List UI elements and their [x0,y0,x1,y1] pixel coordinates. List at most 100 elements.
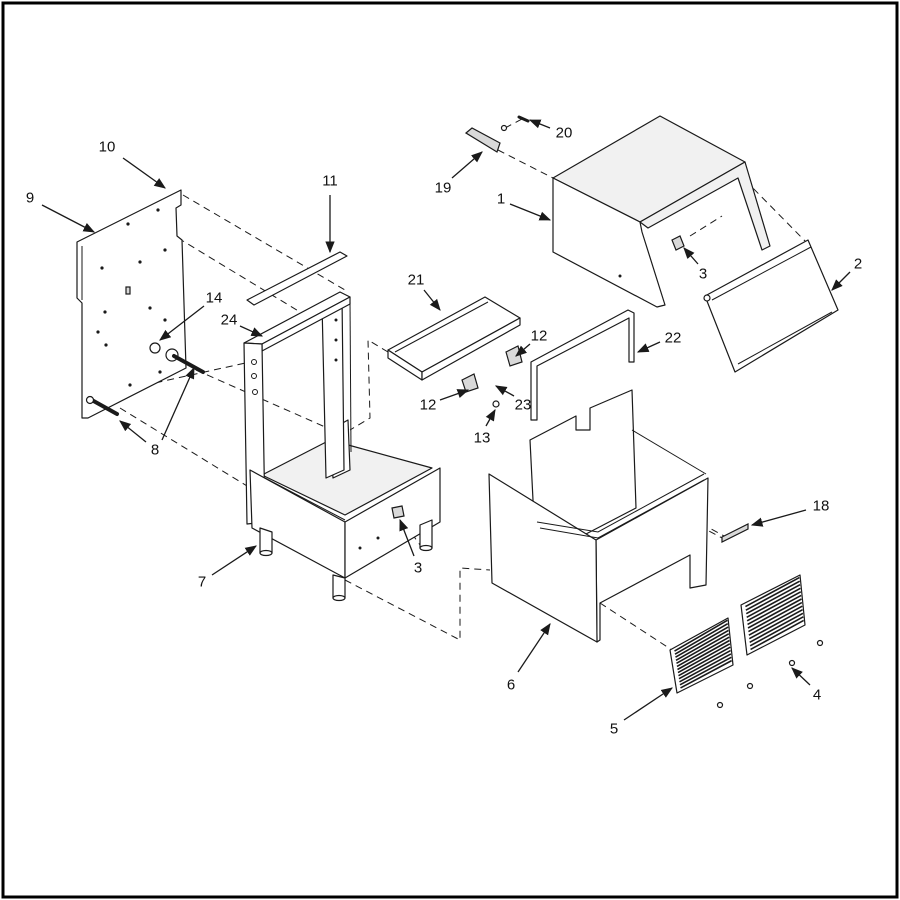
grille-slat [677,639,730,671]
callout-arrow [494,385,515,397]
grille-slat [748,605,803,636]
callout-arrow [439,389,470,401]
callout-arrow [423,289,441,311]
grille-slat [679,656,732,686]
fitting-assembly [85,342,205,416]
base-hole [358,546,362,550]
grille-slat [678,646,731,677]
callout-label: 10 [99,139,116,156]
callout-arrow [211,545,257,576]
grille-slat [679,653,732,683]
upright-hole [251,359,257,365]
stand-leg [259,527,273,554]
panel-hole [96,330,100,334]
panel-hole [100,266,104,270]
panel-hole [163,248,167,252]
callout-arrow [159,305,205,341]
callout-arrow [636,341,661,353]
front-panel [703,239,839,373]
callout-label: 13 [474,430,491,447]
panel-hole [148,306,152,310]
callout-labels: 10 9 11 14 24 8 7 3 21 12 12 23 13 22 20… [26,125,862,738]
shelf [387,296,521,381]
cabinet-right-face [595,477,709,643]
dashed-line [195,369,333,431]
callout-label: 9 [26,190,34,207]
callout-label: 18 [813,498,830,515]
cabinet-rim [539,479,705,539]
callout-arrow [528,119,551,129]
grille-slat [749,612,804,643]
dashed-line [182,194,346,291]
hood-knob [671,235,685,251]
dashed-line [344,567,491,641]
top-bar [246,251,348,306]
callout-arrow [119,420,147,443]
panel-hole [138,260,142,264]
callout-arrow [239,325,264,337]
screw [492,400,500,408]
callout-label: 19 [435,180,452,197]
grille-slat [746,591,802,622]
grille-screw [746,682,754,690]
stand-leg [419,519,433,549]
bracket [464,127,501,153]
grille-slat [675,626,729,658]
grille [740,574,806,656]
grille-slat [745,576,800,608]
callout-label: 7 [198,574,206,591]
callout-label: 24 [221,312,238,329]
callout-label: 14 [206,290,223,307]
grille-slat [676,633,730,665]
grille-slat [677,643,731,674]
washer [500,124,508,132]
callout-arrow [161,366,195,441]
panel-hole [104,343,108,347]
screw [517,115,530,123]
upright-hole [334,338,338,342]
fitting-nut [85,395,95,405]
callout-label: 11 [322,173,338,190]
callout-label: 23 [515,397,532,414]
stand-fitting [391,505,405,519]
callout-arrow [750,509,807,527]
callout-label: 5 [610,721,618,738]
panel-hole [103,310,107,314]
panel-hole [156,208,160,212]
callout-arrow [509,203,552,221]
callout-arrow [122,157,166,189]
callout-label: 3 [699,266,707,283]
callout-label: 20 [556,125,573,142]
callout-arrow [485,408,496,427]
callout-label: 6 [507,677,515,694]
dashed-line [504,118,523,129]
fitting-rod [88,397,119,416]
callout-label: 8 [151,442,159,459]
grille-slat [676,636,730,668]
callout-arrow [517,623,551,673]
callout-arrow [831,271,851,291]
clip [461,373,479,393]
callout-arrow [41,204,96,233]
callout-arrow [451,151,483,179]
grille-slat [748,609,803,640]
dashed-line [599,602,673,651]
dashed-line [497,149,554,179]
stand-leg [332,574,346,599]
fitting-nut [149,342,161,354]
grille-slat [680,659,733,689]
stand-frame [243,291,441,602]
stand-base-side [344,467,441,579]
callout-label: 12 [531,328,548,345]
callout-label: 2 [854,256,862,273]
stand-right-upright [321,295,345,479]
panel-hole [128,383,132,387]
upright-hole [252,389,258,395]
callout-arrow [683,247,699,265]
grille-slat [746,587,801,618]
upright-hole [334,358,338,362]
callout-arrow [399,518,415,557]
panel-slot [125,286,131,295]
